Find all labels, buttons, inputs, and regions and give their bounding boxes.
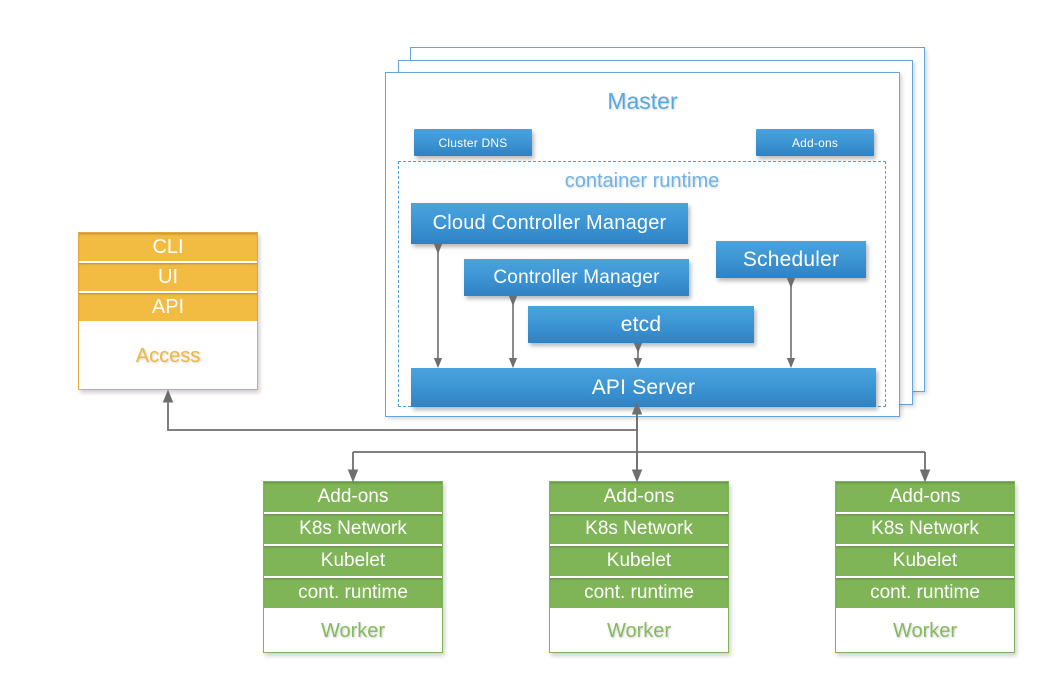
worker-3-row-addons[interactable]: Add-ons (836, 482, 1014, 514)
access-row-api-label: API (151, 295, 185, 318)
worker-1-row-cont-runtime[interactable]: cont. runtime (264, 578, 442, 610)
worker-3-row-k8s-network[interactable]: K8s Network (836, 514, 1014, 546)
worker-3-row-kubelet[interactable]: Kubelet (836, 546, 1014, 578)
access-row-cli[interactable]: CLI (79, 233, 257, 263)
worker-2-row-kubelet-label: Kubelet (606, 550, 672, 571)
worker-3-row-addons-label: Add-ons (889, 486, 961, 507)
worker-node-1[interactable]: Add-ons K8s Network Kubelet cont. runtim… (263, 481, 443, 653)
worker-node-2[interactable]: Add-ons K8s Network Kubelet cont. runtim… (549, 481, 729, 653)
worker-2-row-cont-runtime[interactable]: cont. runtime (550, 578, 728, 610)
worker-3-row-k8s-network-label: K8s Network (871, 518, 979, 539)
cluster-dns-label: Cluster DNS (438, 135, 508, 150)
controller-manager-node[interactable]: Controller Manager (464, 259, 689, 296)
worker-3-row-cont-runtime[interactable]: cont. runtime (836, 578, 1014, 610)
api-server-node[interactable]: API Server (411, 368, 876, 407)
worker-1-row-addons-label: Add-ons (317, 486, 389, 507)
worker-3-footer-label: Worker (836, 610, 1014, 652)
cloud-controller-manager-label: Cloud Controller Manager (432, 212, 667, 234)
master-node[interactable]: Master Cluster DNS Add-ons container run… (385, 72, 900, 417)
worker-2-row-addons[interactable]: Add-ons (550, 482, 728, 514)
etcd-node[interactable]: etcd (528, 306, 754, 343)
worker-1-row-kubelet[interactable]: Kubelet (264, 546, 442, 578)
master-title: Master (607, 88, 678, 114)
worker-2-row-kubelet[interactable]: Kubelet (550, 546, 728, 578)
container-runtime-title: container runtime (564, 170, 720, 192)
master-addons-label: Add-ons (791, 135, 839, 150)
access-row-api[interactable]: API (79, 293, 257, 323)
worker-3-row-kubelet-label: Kubelet (892, 550, 958, 571)
worker-1-row-cont-runtime-label: cont. runtime (298, 582, 408, 603)
worker-1-footer-label: Worker (264, 610, 442, 652)
worker-1-row-k8s-network-label: K8s Network (299, 518, 407, 539)
api-server-label: API Server (591, 375, 696, 399)
worker-2-row-addons-label: Add-ons (603, 486, 675, 507)
master-addons-node[interactable]: Add-ons (756, 129, 874, 156)
worker-1-row-k8s-network[interactable]: K8s Network (264, 514, 442, 546)
scheduler-node[interactable]: Scheduler (716, 241, 866, 278)
access-footer-label: Access (79, 323, 257, 389)
worker-3-row-cont-runtime-label: cont. runtime (870, 582, 980, 603)
worker-2-row-cont-runtime-label: cont. runtime (584, 582, 694, 603)
worker-node-3[interactable]: Add-ons K8s Network Kubelet cont. runtim… (835, 481, 1015, 653)
access-panel[interactable]: CLI UI API Access (78, 232, 258, 390)
worker-2-row-k8s-network-label: K8s Network (585, 518, 693, 539)
worker-2-row-k8s-network[interactable]: K8s Network (550, 514, 728, 546)
access-row-ui[interactable]: UI (79, 263, 257, 293)
access-row-cli-label: CLI (152, 235, 184, 258)
access-row-ui-label: UI (158, 265, 178, 288)
scheduler-label: Scheduler (742, 247, 840, 271)
cluster-dns-node[interactable]: Cluster DNS (414, 129, 532, 156)
worker-1-row-addons[interactable]: Add-ons (264, 482, 442, 514)
worker-1-row-kubelet-label: Kubelet (320, 550, 386, 571)
etcd-label: etcd (620, 312, 662, 336)
cloud-controller-manager-node[interactable]: Cloud Controller Manager (411, 203, 688, 244)
worker-2-footer-label: Worker (550, 610, 728, 652)
controller-manager-label: Controller Manager (493, 266, 660, 288)
